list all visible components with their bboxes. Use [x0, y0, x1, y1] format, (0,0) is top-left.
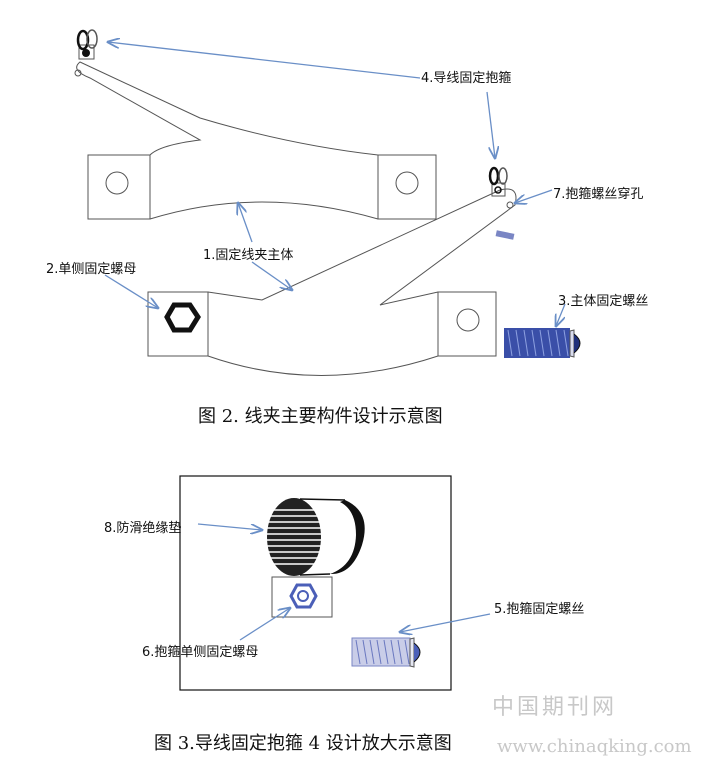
watermark-url: www.chinaqking.com: [497, 736, 692, 757]
lower-right-block: [437, 291, 497, 357]
figure2-caption: 图 2. 线夹主要构件设计示意图: [198, 406, 443, 427]
leader-arrows-fig2: [104, 42, 566, 326]
anti-slip-pad: [266, 498, 365, 576]
watermark-cn: 中国期刊网: [492, 695, 618, 720]
main-fixing-screw: [504, 328, 581, 358]
label-single-nut: 2.单侧固定螺母: [46, 262, 137, 277]
label-pad: 8.防滑绝缘垫: [104, 521, 182, 536]
upper-right-block: [377, 154, 437, 220]
hoop-screw: [351, 637, 421, 668]
label-hoop-hole: 7.抱箍螺丝穿孔: [553, 187, 644, 202]
small-screw: [495, 230, 515, 240]
enlarged-view-frame: [179, 475, 452, 691]
label-hoop-nut: 6.抱箍单侧固定螺母: [142, 645, 259, 660]
hoop-nut: [271, 576, 333, 618]
hoop-top-left: [74, 29, 98, 77]
hoop-right-arm: [488, 166, 514, 209]
label-main-body: 1.固定线夹主体: [203, 248, 294, 263]
label-main-screw: 3.主体固定螺丝: [558, 294, 649, 309]
label-hoop: 4.导线固定抱箍: [421, 71, 512, 86]
lower-left-block: [147, 291, 209, 357]
lower-clamp-half: [147, 188, 517, 376]
upper-left-block: [87, 154, 151, 220]
leader-arrows-fig3: [197, 523, 491, 641]
figure3-caption: 图 3.导线固定抱箍 4 设计放大示意图: [154, 733, 452, 754]
label-hoop-screw: 5.抱箍固定螺丝: [494, 602, 585, 617]
black-hex-nut: [164, 302, 201, 333]
upper-clamp-half: [76, 61, 437, 220]
